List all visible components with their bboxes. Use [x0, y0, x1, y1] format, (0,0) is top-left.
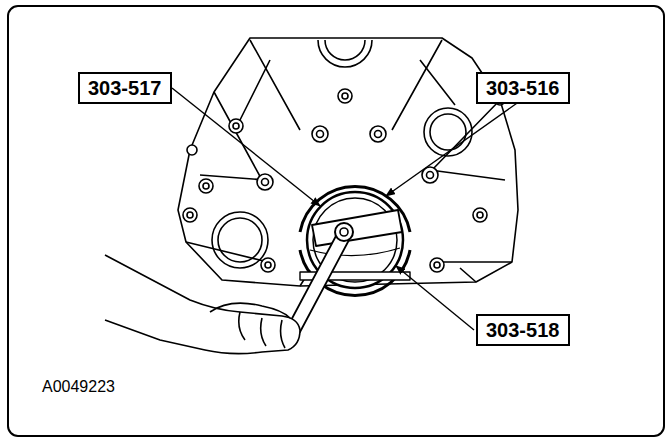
callout-box: 303-517: [78, 72, 172, 104]
callout-box: 303-516: [476, 72, 570, 104]
callout-number: 303-516: [486, 77, 560, 99]
figure-id: A0049223: [42, 378, 115, 396]
callout-number: 303-517: [88, 77, 162, 99]
callout-box: 303-518: [476, 314, 570, 346]
callout-number: 303-518: [486, 319, 560, 341]
